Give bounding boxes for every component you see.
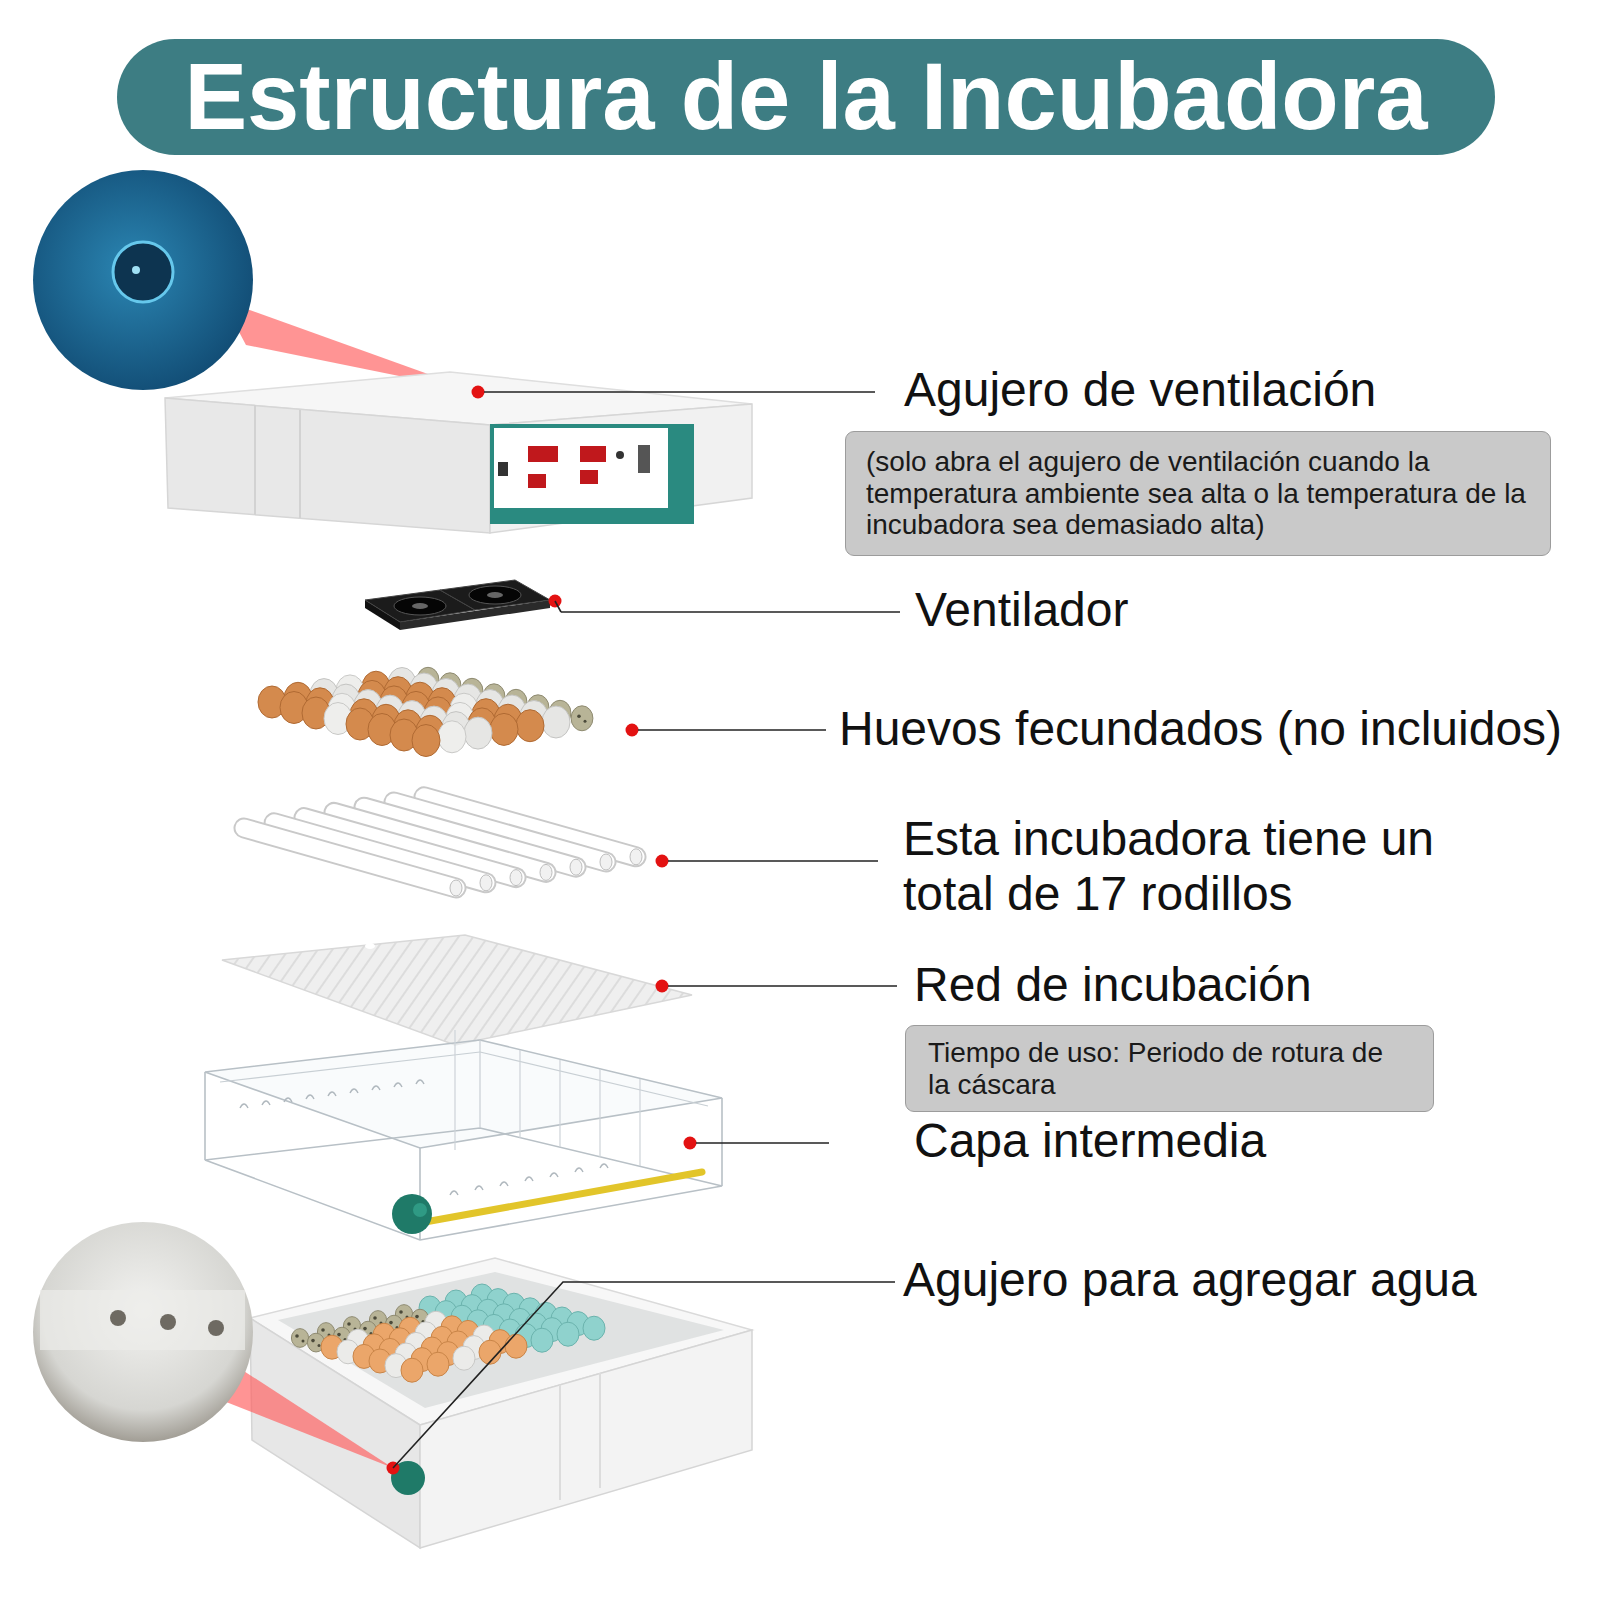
- egg-speck: [373, 1316, 377, 1320]
- egg: [464, 717, 492, 749]
- egg: [453, 1346, 475, 1370]
- roller-end: [570, 859, 582, 875]
- note-text: Tiempo de uso: Periodo de rotura de la c…: [928, 1037, 1411, 1100]
- egg-speck: [347, 1322, 351, 1326]
- egg: [516, 710, 544, 742]
- egg: [583, 1316, 605, 1340]
- egg: [542, 706, 570, 738]
- egg: [412, 725, 440, 757]
- part-name: Huevos fecundados (no incluidos): [839, 702, 1562, 757]
- egg: [571, 706, 593, 731]
- roller: [244, 828, 456, 888]
- roller-leader: [656, 855, 879, 868]
- note-box: Red de incubaciónTiempo de uso: Periodo …: [905, 1025, 1434, 1112]
- egg-speck: [399, 1310, 403, 1314]
- eggs-leader: [626, 724, 827, 737]
- roller: [244, 828, 456, 888]
- egg-speck: [363, 1327, 367, 1331]
- base: [250, 1258, 752, 1548]
- egg-speck: [415, 1315, 419, 1319]
- part-name: Capa intermedia: [914, 1114, 1266, 1169]
- part-name: Ventilador: [915, 583, 1129, 638]
- egg-speck: [321, 1328, 325, 1332]
- water-zoom: [33, 1222, 895, 1495]
- egg: [505, 1334, 527, 1358]
- egg-speck: [318, 1344, 321, 1347]
- note-text: (solo abra el agujero de ventilación cua…: [866, 446, 1530, 541]
- part-name: Esta incubadora tiene un total de 17 rod…: [903, 812, 1503, 921]
- egg: [291, 1329, 308, 1348]
- egg-speck: [295, 1334, 299, 1338]
- middle-tray: [205, 1030, 829, 1240]
- egg-speck: [337, 1333, 341, 1337]
- title: Estructura de la Incubadora: [184, 50, 1427, 144]
- egg-speck: [311, 1339, 315, 1343]
- part-name: Agujero para agregar agua: [903, 1253, 1477, 1308]
- egg-speck: [302, 1340, 305, 1343]
- roller-end: [600, 854, 612, 870]
- egg: [427, 1352, 449, 1376]
- part-name: Agujero de ventilación: [904, 363, 1376, 418]
- roller-end: [510, 870, 522, 886]
- title-band: Estructura de la Incubadora: [117, 39, 1495, 155]
- note-box: Agujero de ventilación(solo abra el aguj…: [845, 431, 1551, 556]
- egg-speck: [584, 720, 587, 723]
- roller-end: [630, 849, 642, 865]
- egg: [557, 1322, 579, 1346]
- eggs: [291, 1284, 605, 1382]
- egg: [479, 1340, 501, 1364]
- roller-end: [540, 864, 552, 880]
- egg: [438, 721, 466, 753]
- rollers: [244, 797, 642, 896]
- vent-zoom: [33, 170, 478, 392]
- egg: [490, 713, 518, 745]
- egg-speck: [577, 715, 581, 719]
- part-name: Red de incubación: [914, 958, 1312, 1013]
- lid: [165, 372, 875, 533]
- hatching-net: [222, 935, 897, 1045]
- fan: [365, 580, 900, 630]
- roller-end: [480, 875, 492, 891]
- egg: [401, 1358, 423, 1382]
- egg: [531, 1328, 553, 1352]
- eggs: [258, 667, 593, 756]
- egg-speck: [389, 1321, 393, 1325]
- roller-end: [450, 880, 462, 896]
